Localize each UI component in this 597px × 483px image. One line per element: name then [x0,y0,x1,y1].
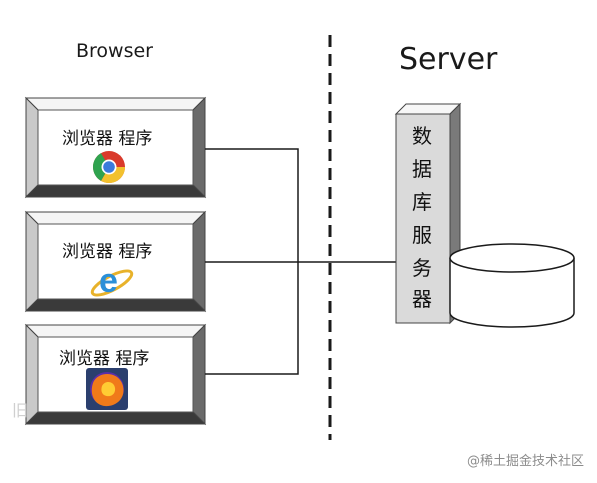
server-label-char: 库 [412,190,432,214]
client-label: 浏览器 程序 [62,242,152,262]
client-box-firefox: 浏览器 程序 [24,323,207,426]
database-server-tower: 数 据 库 服 务 器 [394,102,462,325]
database-cylinder-icon [449,243,575,328]
client-box-chrome: 浏览器 程序 [24,96,207,199]
server-heading: Server [399,42,498,77]
corner-mark: 旧 [12,401,28,420]
firefox-icon [86,368,128,410]
server-label-char: 数 [412,124,432,148]
server-label-char: 务 [412,256,432,280]
client-label: 浏览器 程序 [59,349,149,369]
server-label-char: 器 [412,287,432,311]
client-label: 浏览器 程序 [62,129,152,149]
svg-text:e: e [99,262,118,300]
watermark: @稀土掘金技术社区 [467,453,584,469]
client-box-ie: 浏览器 程序 e [24,210,207,313]
browser-heading: Browser [76,40,153,62]
chrome-icon [92,151,125,184]
server-label-char: 服 [412,223,432,247]
internet-explorer-icon: e [90,262,134,300]
server-label-char: 据 [412,157,432,181]
